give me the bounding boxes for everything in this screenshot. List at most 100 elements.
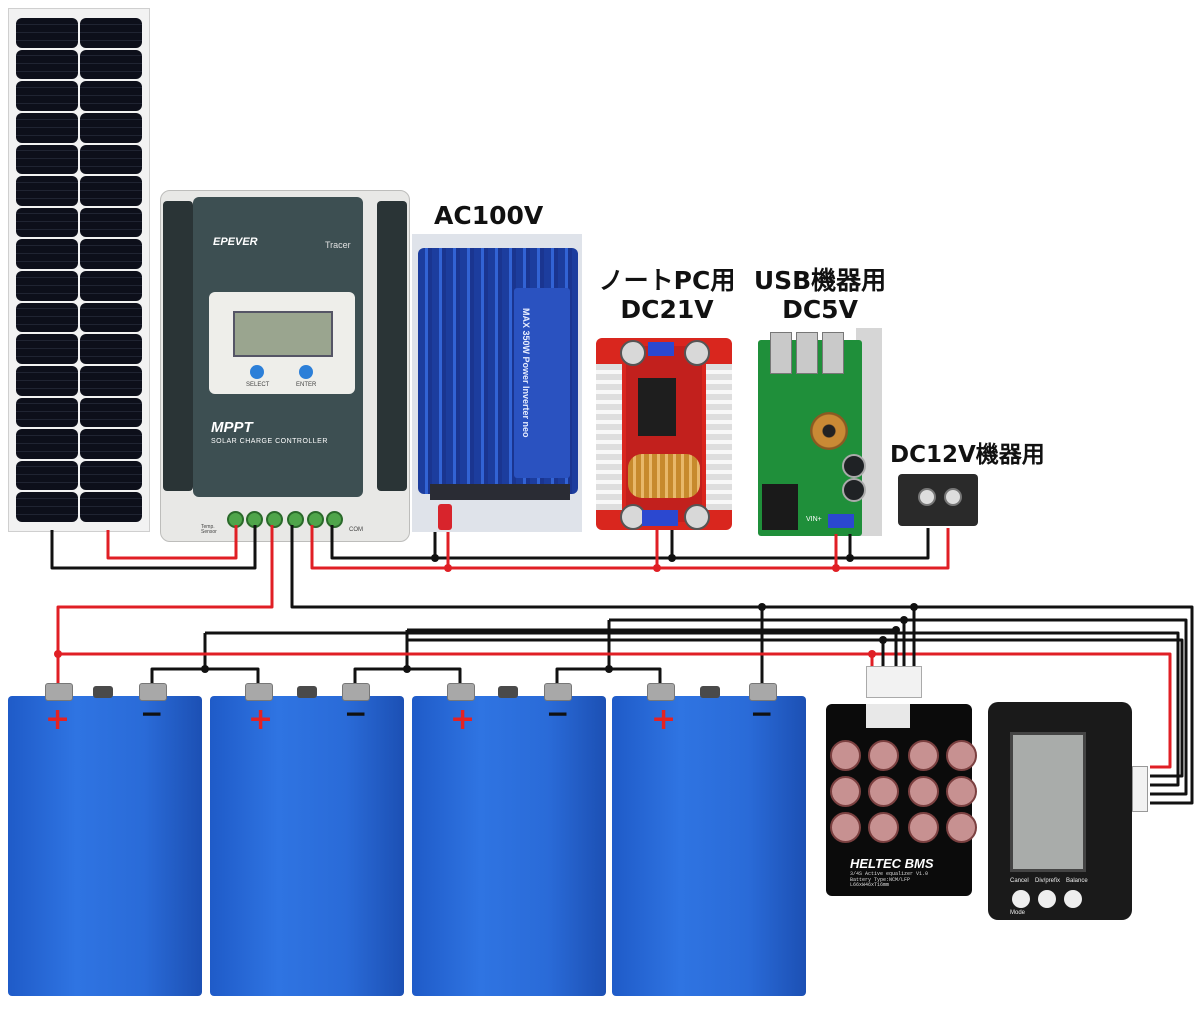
solar-cell — [80, 271, 142, 301]
wire-pv-red — [106, 525, 238, 560]
junction-dot — [879, 636, 887, 644]
usb-dc-jack — [762, 484, 798, 530]
lifepo4-cell-4 — [612, 696, 806, 996]
inverter-foot — [430, 484, 570, 500]
controller-title: MPPT — [211, 419, 253, 436]
board-heatsink-right — [706, 364, 732, 510]
solar-panel — [8, 8, 150, 532]
junction-dot — [54, 650, 62, 658]
wire-battery-plus — [56, 525, 274, 683]
terminal-bat-minus — [287, 511, 304, 528]
board-potentiometer — [648, 342, 674, 356]
usb-port — [822, 332, 844, 374]
solar-cell — [80, 460, 142, 491]
junction-dot — [832, 564, 840, 572]
meter-btn2-label: Div/prefix — [1035, 878, 1061, 884]
junction-dot — [201, 665, 209, 673]
solar-cell — [80, 492, 142, 522]
cell-4-minus-mark: − — [750, 697, 774, 730]
ac-label: AC100V — [434, 201, 544, 230]
junction-dot — [444, 564, 452, 572]
controller-subtitle: SOLAR CHARGE CONTROLLER — [211, 438, 328, 445]
junction-dot — [846, 554, 854, 562]
inverter-plate — [514, 288, 570, 478]
controller-lcd — [233, 311, 333, 357]
laptop-label: ノートPC用 DC21V — [592, 266, 742, 325]
controller-select-button — [250, 365, 264, 379]
cell-1-plus-mark: + — [45, 702, 71, 737]
cell-1-negative-post — [139, 683, 167, 701]
cell-4-plus-mark: + — [651, 702, 677, 737]
cell-vent — [498, 686, 518, 698]
junction-dot — [910, 603, 918, 611]
dc12v-terminal-block — [898, 474, 978, 526]
equalizer-capacitor — [868, 776, 899, 807]
cell-2-positive-post — [245, 683, 273, 701]
wire-balance-tap-1 — [205, 631, 1180, 787]
cell-2-minus-mark: − — [344, 697, 368, 730]
board-inductor — [628, 454, 700, 498]
cell-1-positive-post — [45, 683, 73, 701]
solar-cell — [16, 144, 78, 175]
com-label: COM — [349, 527, 363, 533]
meter-btn4-label: Mode — [1010, 910, 1026, 916]
wire-load-red-bus — [310, 525, 950, 570]
wire-balance-red — [58, 652, 1172, 769]
board-capacitor — [620, 340, 646, 366]
solar-cell — [16, 18, 78, 48]
inverter-red-terminal — [438, 504, 452, 530]
board-ic — [638, 378, 676, 436]
terminal-load-plus — [307, 511, 324, 528]
solar-cell — [16, 176, 78, 206]
laptop-label-line1: ノートPC用 — [598, 266, 736, 295]
equalizer-capacitor — [830, 776, 861, 807]
solar-cell — [80, 365, 142, 396]
solar-cell — [80, 239, 142, 269]
usb-capacitor — [842, 454, 866, 478]
solar-cell — [80, 112, 142, 143]
solar-cell — [80, 207, 142, 238]
cell-4-negative-post — [749, 683, 777, 701]
temp-sensor-label: Temp.Sensor — [201, 524, 217, 535]
wire-balance-minus — [762, 605, 1194, 805]
controller-heatsink-left — [163, 201, 193, 491]
solar-cell-grid — [16, 18, 142, 522]
controller-brand: EPEVER — [213, 236, 258, 248]
solar-cell — [80, 302, 142, 333]
equalizer-capacitor — [830, 812, 861, 843]
junction-dot — [668, 554, 676, 562]
wire-pv-black — [50, 525, 257, 570]
equalizer-capacitor — [946, 740, 977, 771]
solar-cell — [16, 112, 78, 143]
solar-cell — [16, 492, 78, 522]
cell-4-positive-post — [647, 683, 675, 701]
usb-5v-converter: VIN+ — [758, 328, 882, 540]
meter-button — [1012, 890, 1030, 908]
board-heatsink-left — [596, 364, 622, 510]
terminal-screw — [918, 488, 936, 506]
solar-cell — [16, 239, 78, 269]
solar-cell — [16, 460, 78, 491]
power-inverter: MAX 350W Power Inverter neo — [418, 248, 578, 530]
usb-port — [770, 332, 792, 374]
wire-balance-mid — [405, 630, 1184, 778]
cell-3-plus-mark: + — [450, 702, 476, 737]
solar-cell — [80, 49, 142, 80]
junction-dot — [403, 665, 411, 673]
usb-label: USB機器用 DC5V — [750, 266, 890, 325]
lifepo4-cell-3 — [412, 696, 606, 996]
cell-voltage-meter: Cancel Div/prefix Balance Mode — [988, 702, 1148, 920]
cell-vent — [93, 686, 113, 698]
enter-label: ENTER — [296, 382, 317, 388]
usb-label-line2: DC5V — [782, 294, 858, 324]
usb-capacitor — [842, 478, 866, 502]
solar-cell — [80, 144, 142, 175]
inverter-text: MAX 350W Power Inverter neo — [521, 308, 531, 438]
solar-cell — [16, 334, 78, 364]
lifepo4-cell-2 — [210, 696, 404, 996]
balance-plug — [866, 666, 922, 698]
equalizer-capacitor — [830, 740, 861, 771]
